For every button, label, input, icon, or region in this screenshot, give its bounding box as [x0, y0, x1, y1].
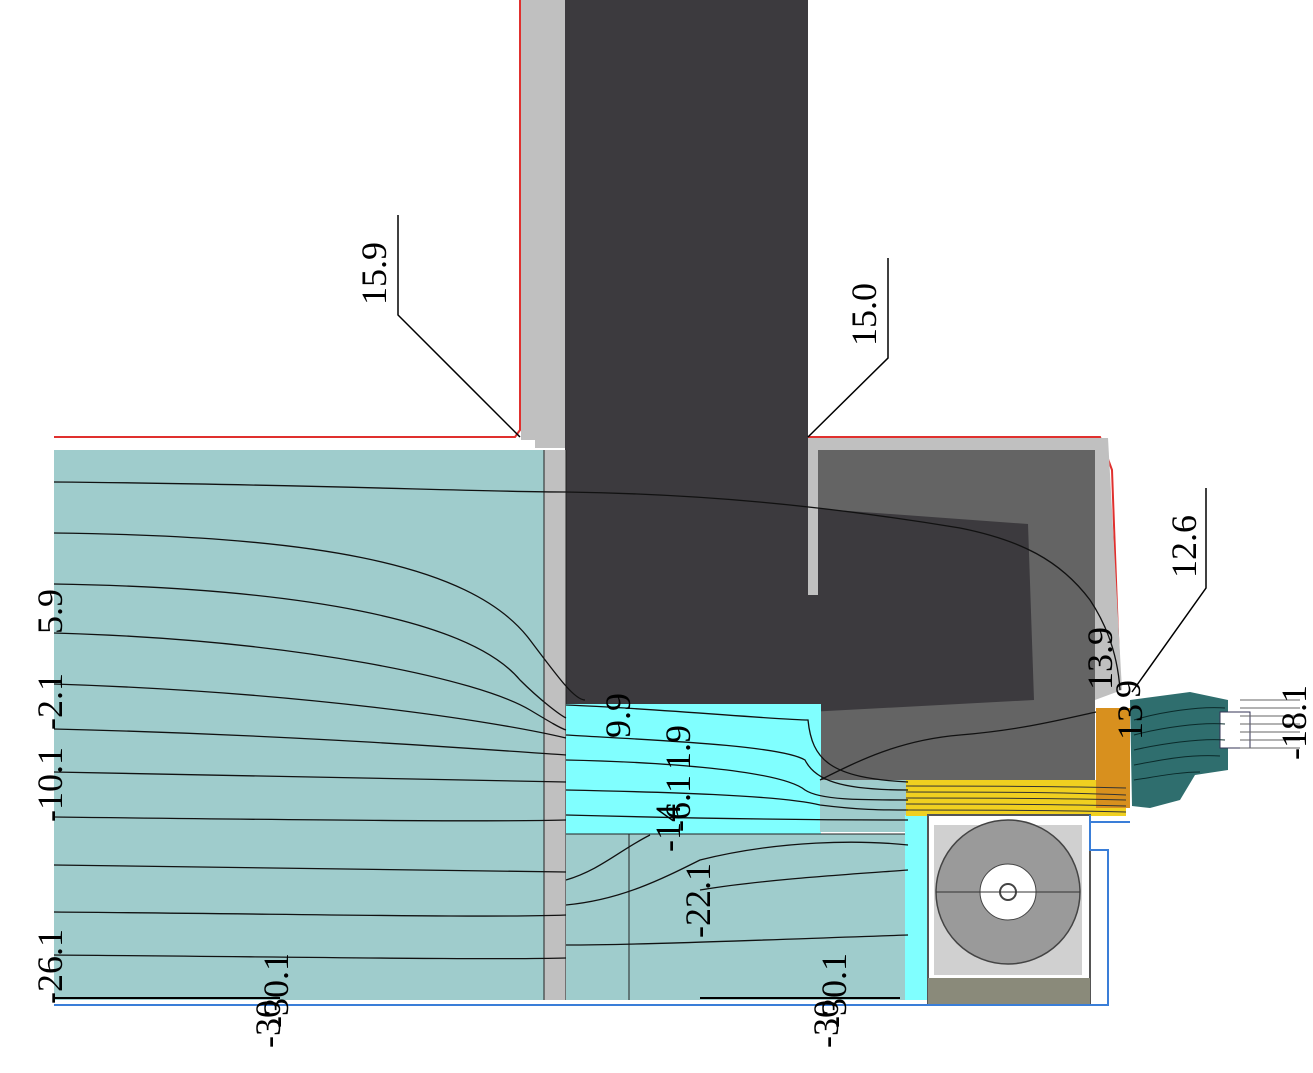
- plaster-bar: [808, 450, 818, 595]
- glass-pane: [1219, 711, 1251, 749]
- plaster-layer-top: [808, 438, 1108, 450]
- label-m14: -14: [648, 804, 688, 852]
- label-9: 9: [1108, 680, 1148, 698]
- label-m10-1: -10.1: [30, 747, 70, 822]
- concrete-wall: [565, 0, 808, 705]
- label-m18-1: -18.1: [1274, 685, 1313, 760]
- window-sash: [1130, 692, 1228, 808]
- leader-line-15-9: [397, 215, 521, 438]
- leader-line-15-0: [807, 258, 889, 438]
- cyan-block: [566, 704, 821, 834]
- isotherms-lintel: [819, 711, 1097, 781]
- isotherms-lower: [565, 834, 909, 946]
- label-13-9: 13.9: [1080, 627, 1120, 690]
- label-m30-left: -30: [248, 1000, 288, 1048]
- leader-line-12-6: [1131, 488, 1207, 693]
- wood-sill: [1096, 708, 1130, 808]
- cyan-column: [905, 815, 928, 1000]
- concrete-core: [808, 508, 1034, 712]
- label-m30-1-right: -30.1: [814, 953, 854, 1028]
- label-m30-right: -30: [806, 1000, 846, 1048]
- label-m22-1: -22.1: [678, 863, 718, 938]
- isotherms-frame: [905, 785, 1127, 813]
- label-13: 13: [1110, 704, 1150, 740]
- isotherms-left: [53, 481, 1121, 960]
- label-1-9: 1.9: [658, 725, 698, 770]
- label-m26-1: -26.1: [30, 929, 70, 1004]
- insulation-left: [54, 450, 544, 1000]
- isotherms-cyan: [565, 704, 909, 821]
- label-9-9: 9.9: [598, 693, 638, 738]
- label-15-0: 15.0: [844, 283, 884, 346]
- roller-box-bottom: [928, 978, 1090, 1006]
- label-m6-1: -6.1: [658, 775, 698, 832]
- plaster-layer-wall: [535, 0, 565, 448]
- label-5-9: 5.9: [30, 589, 70, 634]
- plaster-layer-left: [521, 0, 535, 440]
- insulation-lower: [566, 834, 908, 1000]
- label-12-6: 12.6: [1164, 515, 1204, 578]
- box-edge-blue: [54, 815, 1109, 1006]
- isotherms-sash: [1133, 707, 1226, 781]
- glass-lines: [1240, 699, 1300, 749]
- label-m30-1-left: -30.1: [256, 953, 296, 1028]
- label-15-9: 15.9: [354, 242, 394, 305]
- plaster-layer-right: [1094, 438, 1122, 700]
- label-m2-1: -2.1: [30, 673, 70, 730]
